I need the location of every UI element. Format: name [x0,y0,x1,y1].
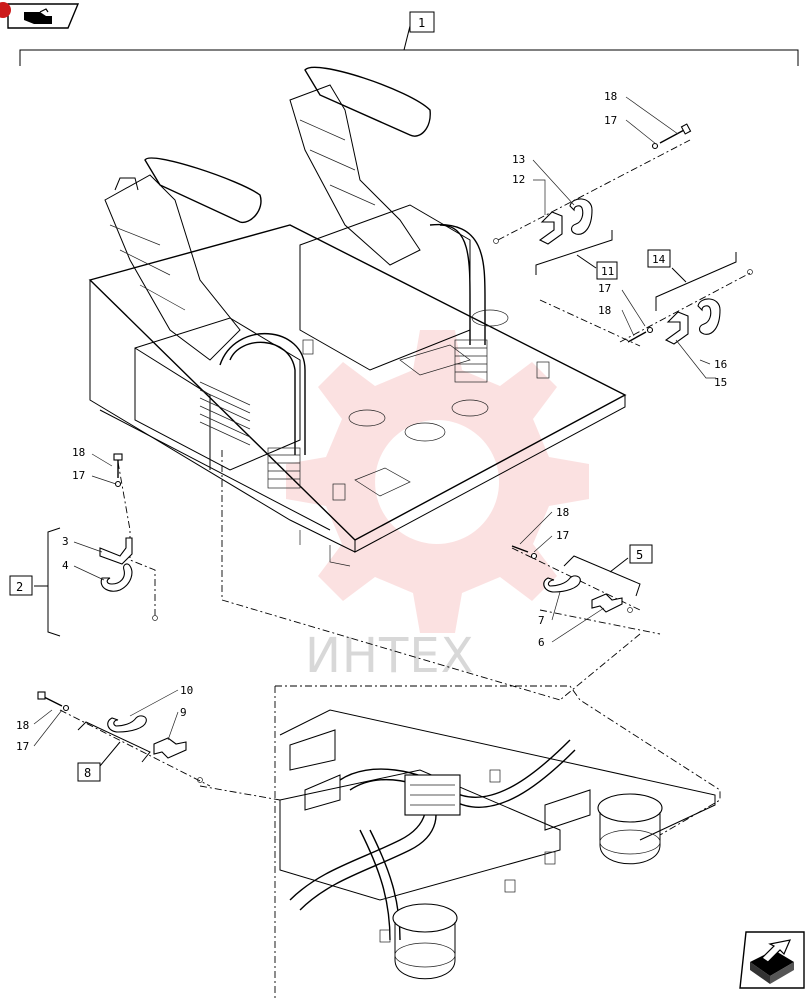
callout-10: 10 [180,684,193,697]
arrow-box-next-icon [750,939,794,984]
callout-18-mid: 18 [598,304,611,317]
callout-12: 12 [512,173,525,186]
seat-platform-assembly [88,66,627,567]
callout-6: 6 [538,636,545,649]
callout-3: 3 [62,535,69,548]
callout-18-lower: 18 [16,719,29,732]
part-group-8: 8 10 9 18 17 [16,684,211,787]
callout-17-right: 17 [556,529,569,542]
callout-17-mid: 17 [598,282,611,295]
callout-9: 9 [180,706,187,719]
part-group-5: 5 18 17 7 6 [511,506,661,649]
lower-frame-assembly [274,685,721,1000]
callout-box-5: 5 [636,548,643,562]
callout-13: 13 [512,153,525,166]
callout-box-1: 1 [418,16,425,30]
callout-18-right: 18 [556,506,569,519]
callout-17-left: 17 [72,469,85,482]
callout-17-lower: 17 [16,740,29,753]
callout-box-11: 11 [601,265,614,278]
next-page-button[interactable] [739,931,805,989]
callout-7: 7 [538,614,545,627]
callout-18-top: 18 [604,90,617,103]
assembly-bracket-1: 1 [19,11,799,66]
callout-16: 16 [714,358,727,371]
callout-17-top: 17 [604,114,617,127]
callout-4: 4 [62,559,69,572]
callout-box-2: 2 [16,580,23,594]
gear-logo-icon [286,330,589,633]
callout-box-14: 14 [652,253,666,266]
part-group-14: 14 17 18 16 15 [539,249,753,389]
previous-page-button[interactable] [0,2,80,29]
hand-pointer-left-icon [24,8,52,24]
callout-15: 15 [714,376,727,389]
radiator-fins [199,381,251,446]
watermark: ИНТЕХ [286,330,589,684]
part-group-2: 2 18 17 3 4 [9,446,158,637]
callout-box-8: 8 [84,766,91,780]
callout-18-left: 18 [72,446,85,459]
red-marker-icon [0,2,11,18]
part-group-11: 11 18 17 13 12 [493,90,692,280]
watermark-text: ИНТЕХ [305,628,475,684]
